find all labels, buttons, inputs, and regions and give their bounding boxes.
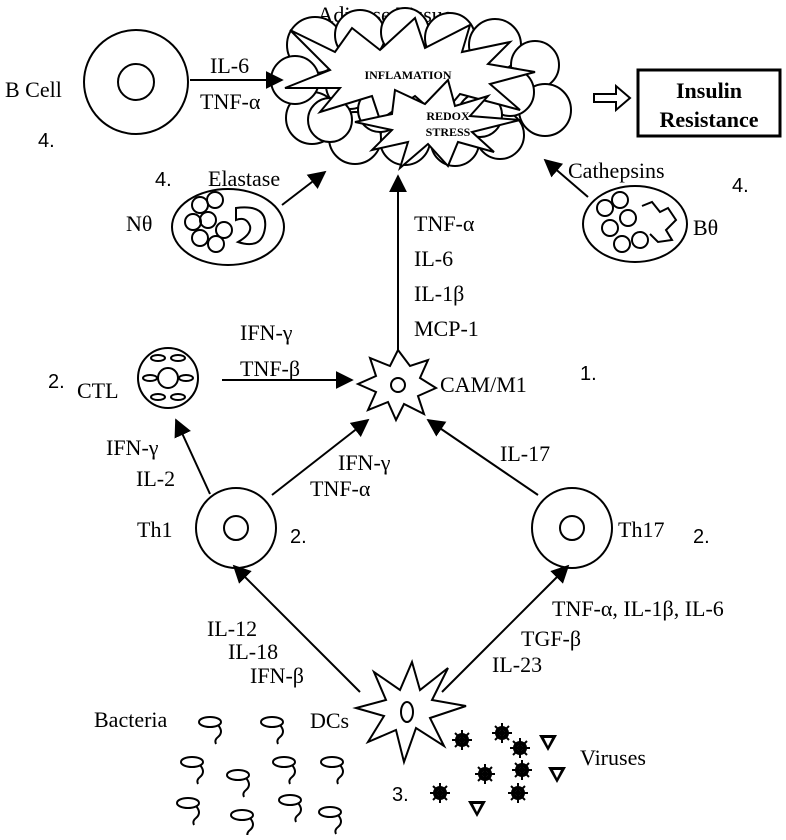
th17-label: Th17 [618,517,664,542]
th1-to-cam-arrow [271,418,370,496]
resistance-label: Resistance [660,107,759,132]
cathepsins-label: Cathepsins [568,158,665,183]
double-arrow-icon [593,83,632,113]
ctl-icon [137,347,199,409]
th1-cam-mediator-ifng: IFN-γ [338,450,391,475]
ctl-mediator-ifng: IFN-γ [240,320,293,345]
th1-number: 2. [290,526,307,548]
cam-number: 1. [580,363,597,385]
cam-mediator-il6: IL-6 [414,246,453,271]
cathepsins-arrow [543,158,589,198]
th1-ctl-mediator-ifng: IFN-γ [106,435,159,460]
elastase-arrow [281,170,327,206]
ctl-number: 2. [48,371,65,393]
b-cell-number: 4. [38,130,55,152]
virus-icon [430,723,566,817]
b-cell-mediator-il6: IL-6 [210,53,249,78]
th1-ctl-mediator-il2: IL-2 [136,466,175,491]
dc-th17-mediator-tgfb: TGF-β [521,626,581,651]
redox-stress-burst [354,78,521,172]
redox-label: REDOX [426,109,470,123]
dc-to-th1-arrow [232,564,361,693]
inflammation-label: INFLAMATION [364,68,451,82]
dc-to-th17-arrow [441,564,570,693]
dcs-label: DCs [310,708,349,733]
th1-to-ctl-arrow [174,418,211,495]
basophil-label: Bθ [693,215,718,240]
elastase-label: Elastase [208,166,280,191]
th17-icon [531,487,613,569]
cam-mediator-tnfa: TNF-α [414,211,475,236]
insulin-label: Insulin [676,78,742,103]
stress-label: STRESS [426,125,471,139]
dc-th1-mediator-il12: IL-12 [207,616,257,641]
b-cell-nucleus-icon [117,63,155,101]
dcs-number: 3. [392,784,409,806]
dc-th1-mediator-il18: IL-18 [228,639,278,664]
bacteria-icon [176,716,344,838]
th1-label: Th1 [137,517,172,542]
bacteria-label: Bacteria [94,707,168,732]
viruses-label: Viruses [580,745,646,770]
dc-th1-mediator-ifnb: IFN-β [250,663,304,688]
cam-label: CAM/M1 [440,372,527,397]
cam-mediator-mcp1: MCP-1 [414,316,479,341]
th1-cam-mediator-tnfa: TNF-α [310,476,371,501]
b-cell-mediator-tnfa: TNF-α [200,89,261,114]
th17-number: 2. [693,526,710,548]
th17-to-cam-arrow [426,418,539,496]
th17-nucleus-icon [559,515,585,541]
th17-cam-mediator-il17: IL-17 [500,441,550,466]
neutrophil-number: 4. [155,169,172,191]
b-cell-icon [83,29,189,135]
macrophage-icon [355,348,439,423]
b-cell-label: B Cell [5,77,62,102]
basophil-icon [582,185,688,263]
dc-th17-mediator-il23: IL-23 [492,652,542,677]
th1-nucleus-icon [223,515,249,541]
ctl-mediator-tnfb: TNF-β [240,356,300,381]
neutrophil-label: Nθ [126,211,152,236]
dendritic-cell-icon [352,659,467,766]
insulin-resistance-box [636,68,782,138]
dc-th17-mediator-1: TNF-α, IL-1β, IL-6 [552,596,724,621]
inflammation-burst [284,16,536,122]
cam-mediator-il1b: IL-1β [414,281,464,306]
ctl-label: CTL [77,378,119,403]
th1-icon [195,487,277,569]
neutrophil-icon [171,188,285,266]
basophil-number: 4. [732,175,749,197]
